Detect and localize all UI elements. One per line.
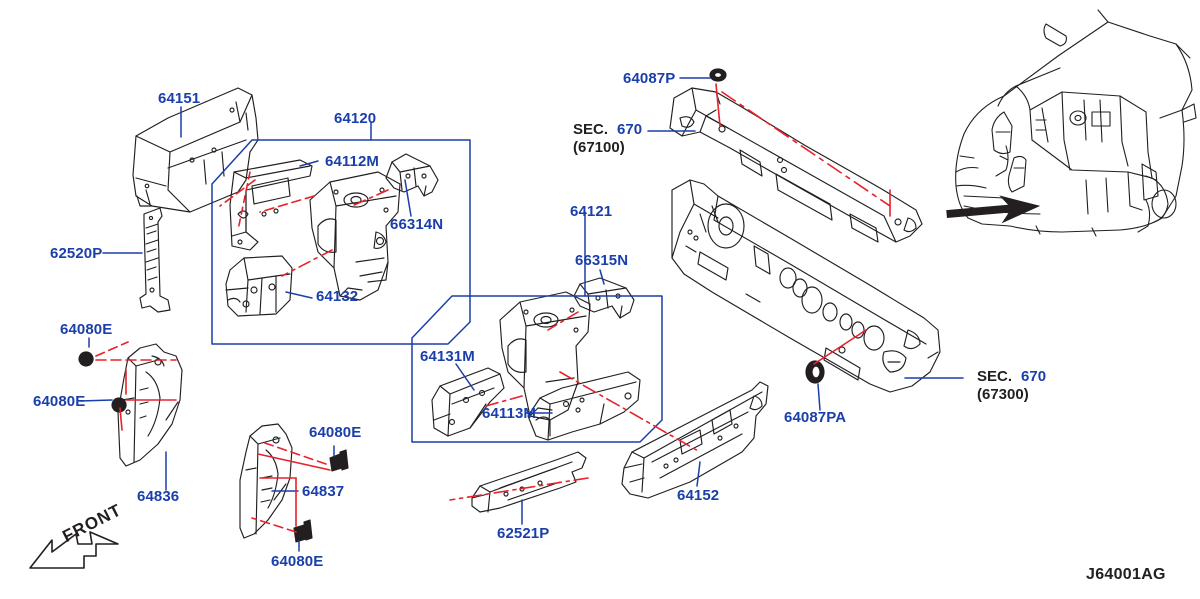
part-art-64080E-clip-4 [293,519,313,543]
part-label-64152[interactable]: 64152 [677,487,720,504]
part-art-64087PA [805,360,825,384]
diagram-id: J64001AG [1086,566,1166,583]
part-label-66314N[interactable]: 66314N [390,216,444,233]
section-ref-key: SEC. [573,121,609,138]
section-ref-67100[interactable]: SEC. 670 (67100) [573,121,642,156]
part-art-62520P [139,207,171,313]
part-art-64080E-clip-1 [78,351,94,367]
part-art-64152 [621,381,769,499]
group-box-64121 [411,295,663,443]
part-art-64120-housing [309,171,401,301]
part-art-64121-housing [499,291,591,421]
part-label-64112M[interactable]: 64112M [325,153,379,170]
front-label: FRONT [59,500,125,547]
front-direction-marker: FRONT [22,500,152,580]
part-label-64837[interactable]: 64837 [302,483,345,500]
part-label-64080E-4[interactable]: 64080E [271,553,324,570]
part-label-64131M[interactable]: 64131M [420,348,475,365]
part-label-64087PA[interactable]: 64087PA [784,409,847,426]
part-art-64131M [431,367,505,437]
part-art-cowl-top-panel [669,87,923,243]
section-ref-sub: (67100) [573,139,625,156]
part-label-64113M[interactable]: 64113M [482,405,536,422]
part-art-62521P [471,451,587,513]
part-label-62520P[interactable]: 62520P [50,245,103,262]
part-label-64080E-3[interactable]: 64080E [309,424,362,441]
group-label-64120[interactable]: 64120 [334,110,377,127]
part-label-64087P[interactable]: 64087P [623,70,676,87]
part-label-64080E-1[interactable]: 64080E [60,321,113,338]
leader-lines-blue [79,77,964,552]
vehicle-illustration [955,9,1197,237]
part-art-64113M [527,371,641,441]
group-label-64121[interactable]: 64121 [570,203,613,220]
group-box-64120 [211,139,471,345]
section-ref-sub: (67300) [977,386,1029,403]
part-label-62521P[interactable]: 62521P [497,525,550,542]
part-art-66314N [385,153,439,197]
part-art-64151 [132,87,259,213]
section-ref-number[interactable]: 670 [1021,368,1047,385]
part-label-64132[interactable]: 64132 [316,288,359,305]
part-label-64836[interactable]: 64836 [137,488,180,505]
part-art-dash-panel-lower [671,179,941,393]
front-arrow-icon [29,531,119,569]
part-art-64087P [709,68,727,82]
part-label-66315N[interactable]: 66315N [575,252,629,269]
vehicle-pointer-arrow [946,195,1041,224]
section-ref-67300[interactable]: SEC. 670 (67300) [977,368,1046,403]
assembly-dash-lines [95,83,891,533]
part-label-64080E-2[interactable]: 64080E [33,393,86,410]
part-label-64151[interactable]: 64151 [158,90,201,107]
part-art-64836 [117,343,183,467]
part-art-64132 [225,255,293,317]
section-ref-key: SEC. [977,368,1013,385]
part-art-64080E-clip-3 [329,449,349,472]
section-ref-number[interactable]: 670 [617,121,643,138]
